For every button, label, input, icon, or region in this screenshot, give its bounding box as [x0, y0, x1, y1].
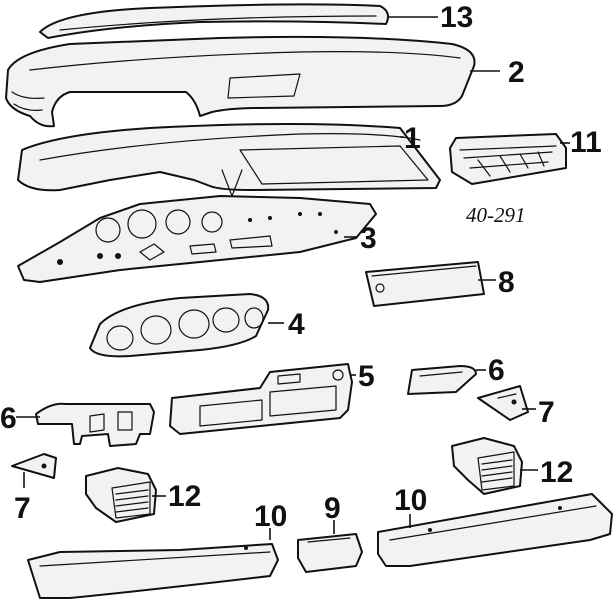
part-3-instrument-carrier: [17, 195, 377, 283]
callout-2: 2: [508, 56, 525, 89]
part-13-defroster-strip: [39, 3, 389, 39]
part-11-vent-box: [449, 133, 567, 185]
part-4-gauge-bezel: [89, 293, 270, 358]
callout-3: 3: [360, 222, 377, 255]
part-6-trim-right: [407, 365, 477, 395]
callout-1: 1: [404, 122, 421, 155]
callout-6-right: 6: [488, 354, 505, 387]
callout-10-right: 10: [394, 484, 427, 517]
callout-9: 9: [324, 492, 341, 525]
callout-10-left: 10: [254, 500, 287, 533]
part-2-dash-pad: [5, 35, 476, 128]
part-10-kneepad-left: [27, 543, 279, 599]
reference-code: 40-291: [466, 203, 526, 227]
part-9-cover: [297, 533, 363, 573]
part-1-dash-panel: [17, 123, 441, 197]
callout-12-left: 12: [168, 480, 201, 513]
part-10-kneepad-right: [377, 493, 613, 567]
callout-12-right: 12: [540, 456, 573, 489]
callout-5: 5: [358, 360, 375, 393]
part-6-switch-bracket-left: [35, 402, 155, 447]
callout-11: 11: [570, 126, 602, 159]
part-5-lower-panel: [169, 363, 353, 435]
callout-13: 13: [440, 1, 473, 34]
part-12-vent-left: [85, 467, 157, 523]
callout-7-right: 7: [538, 396, 555, 429]
callout-6-left: 6: [0, 402, 17, 435]
part-12-vent-right: [451, 437, 523, 495]
part-7-corner-cap-left: [11, 453, 57, 479]
callout-8: 8: [498, 266, 515, 299]
part-8-glove-box-door: [365, 261, 485, 307]
callout-4: 4: [288, 308, 305, 341]
callout-7-left: 7: [14, 492, 31, 525]
part-7-corner-cap-right: [477, 385, 529, 421]
